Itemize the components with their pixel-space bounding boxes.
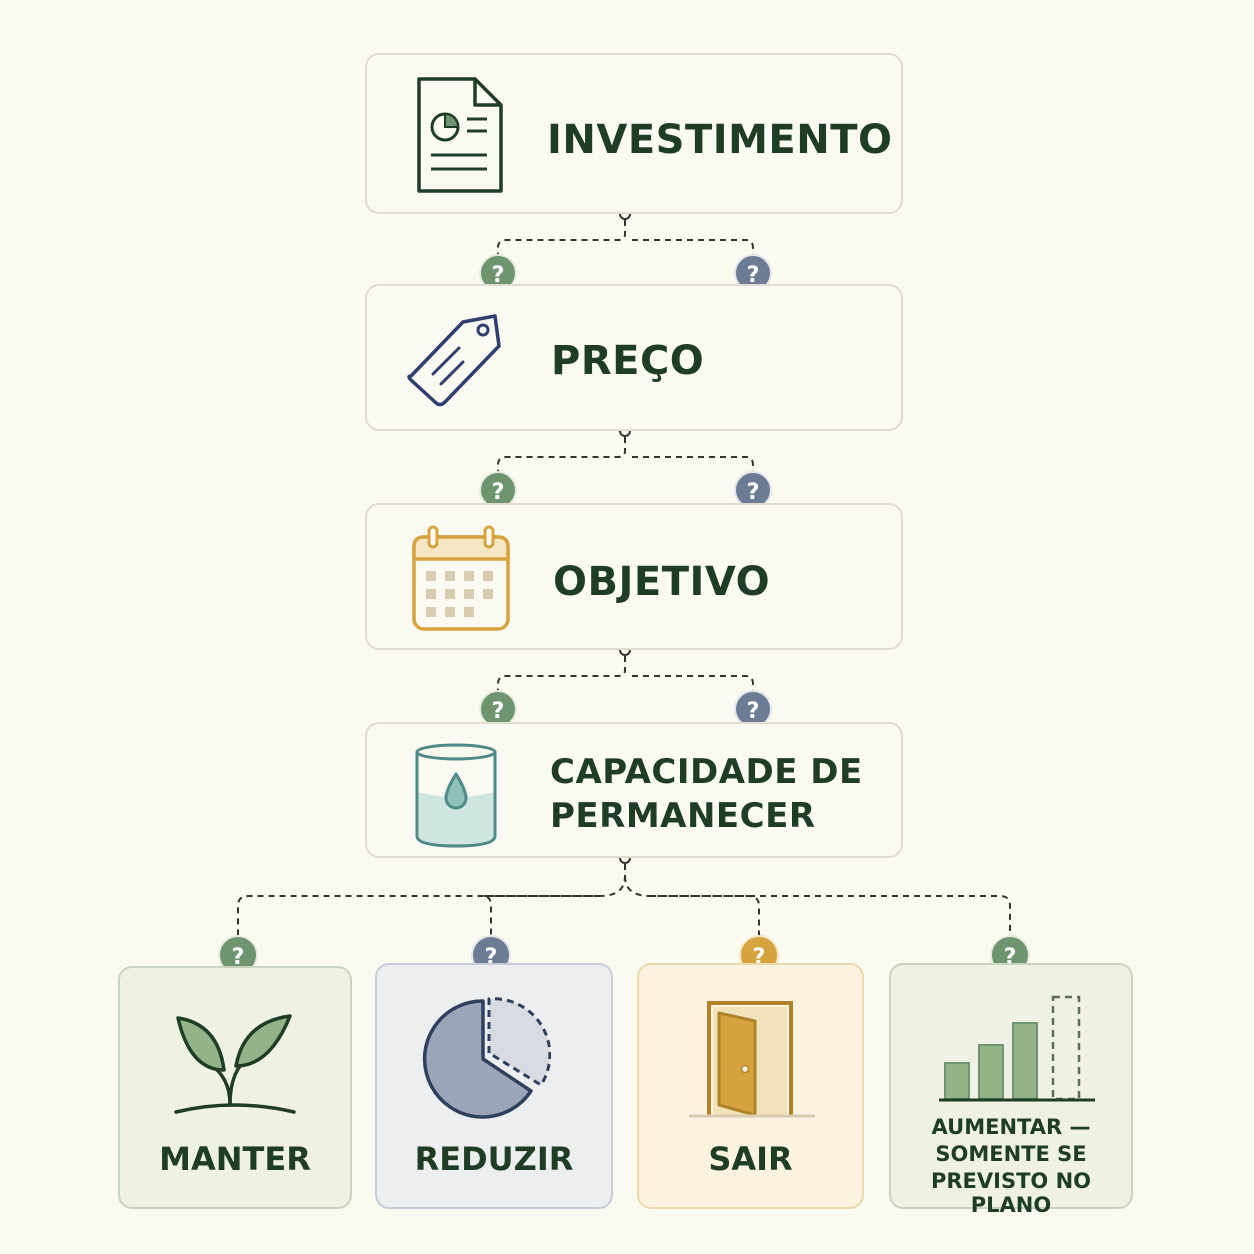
step-label-line2: PERMANECER xyxy=(550,796,816,836)
option-label: REDUZIR xyxy=(414,1140,574,1178)
question-mark-glyph: ? xyxy=(747,699,760,724)
calendar-icon xyxy=(412,525,510,631)
option-sair: SAIR xyxy=(637,963,864,1209)
option-label: MANTER xyxy=(159,1140,311,1178)
price-tag-icon xyxy=(407,314,501,407)
connector-1-2 xyxy=(497,220,754,258)
question-marker-blue: ? xyxy=(734,254,772,292)
option-reduzir: REDUZIR xyxy=(375,963,613,1209)
connector-2-3 xyxy=(497,437,754,476)
question-mark-glyph: ? xyxy=(492,699,505,724)
step-label: OBJETIVO xyxy=(553,559,771,605)
question-mark-glyph: ? xyxy=(232,945,245,970)
pie-reduce-icon xyxy=(422,997,551,1119)
door-exit-icon xyxy=(689,1001,815,1118)
connector-4-options xyxy=(237,864,1011,940)
option-label-line1: AUMENTAR — xyxy=(931,1115,1091,1139)
step-label: PREÇO xyxy=(551,338,705,384)
question-mark-glyph: ? xyxy=(747,480,760,505)
option-label-line2: SOMENTE SE xyxy=(935,1142,1087,1166)
option-label: SAIR xyxy=(708,1140,793,1178)
option-label-line3: PREVISTO NO PLANO xyxy=(930,1169,1091,1217)
question-mark-glyph: ? xyxy=(747,263,760,288)
step-label: INVESTIMENTO xyxy=(547,117,893,163)
sprout-icon xyxy=(174,1014,296,1114)
bar-growth-icon xyxy=(939,995,1095,1102)
question-marker-green: ? xyxy=(479,690,517,728)
step-objetivo: OBJETIVO xyxy=(365,503,903,650)
question-mark-glyph: ? xyxy=(492,480,505,505)
option-aumentar: AUMENTAR — SOMENTE SE PREVISTO NO PLANO xyxy=(889,963,1133,1217)
connector-3-4 xyxy=(497,656,754,694)
step-investimento: INVESTIMENTO xyxy=(365,53,903,214)
question-mark-glyph: ? xyxy=(492,263,505,288)
step-capacidade: CAPACIDADE DE PERMANECER xyxy=(365,722,903,858)
option-manter: MANTER xyxy=(118,966,352,1209)
water-container-icon xyxy=(415,743,497,848)
step-label-line1: CAPACIDADE DE xyxy=(550,752,863,792)
question-marker-blue: ? xyxy=(734,471,772,509)
step-preco: PREÇO xyxy=(365,284,903,431)
document-chart-icon xyxy=(417,77,503,193)
